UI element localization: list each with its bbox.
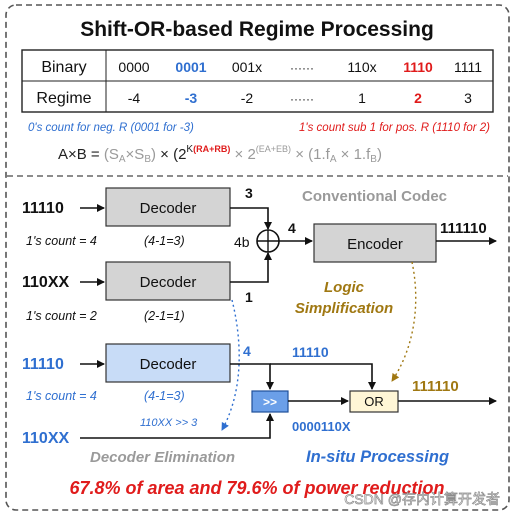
formula-sign-times: ×S	[126, 146, 145, 163]
conv-encoder-label: Encoder	[347, 236, 403, 253]
formula-fraction-times: × 1.f	[337, 146, 372, 163]
table-binary-row: 0000 0001 001x ······ 110x 1110 1111	[118, 59, 482, 75]
binary-cell: 0000	[118, 59, 149, 75]
formula-fraction-close: )	[377, 146, 382, 163]
formula-k-superscript: K	[186, 144, 193, 155]
table-header-binary: Binary	[41, 59, 86, 76]
insitu-decoder	[105, 343, 231, 383]
decoder-elimination-arrow	[221, 299, 240, 431]
insitu-input-2: 110XX	[22, 430, 69, 447]
formula-times-2: × (2	[156, 146, 186, 163]
table-regime-row: -4 -3 -2 ······ 1 2 3	[128, 90, 472, 106]
conventional-codec-label: Conventional Codec	[302, 188, 447, 205]
formula-exp-superscript: (EA+EB)	[256, 144, 291, 154]
table-header-regime: Regime	[36, 90, 91, 107]
regime-cell: -2	[241, 90, 254, 106]
arrow-decoder-to-shifter	[230, 363, 274, 390]
conv-encoder	[313, 223, 437, 263]
or-gate-label: OR	[364, 394, 384, 409]
binary-cell-highlight-neg: 0001	[175, 59, 206, 75]
arrow-passthrough-to-or	[270, 363, 376, 390]
conv-decoder-2-label: Decoder	[140, 274, 197, 291]
outer-dashed-frame	[5, 4, 510, 511]
conv-decoder-1	[105, 187, 231, 227]
conv-count-1: 1's count = 4	[26, 234, 97, 248]
formula-lhs: A×B =	[58, 146, 104, 163]
binary-cell: 1111	[454, 59, 482, 75]
formula: A×B = (SA×SB) × (2K(RA+RB) × 2(EA+EB) × …	[58, 144, 382, 165]
formula-times-exp: × 2	[230, 146, 255, 163]
conv-out-2: 1	[245, 289, 253, 305]
logic-label-2: Simplification	[295, 300, 393, 317]
arrow-input2-to-shifter	[80, 413, 274, 439]
regime-cell-highlight-pos: 2	[414, 90, 422, 106]
insitu-count: 1's count = 4	[26, 389, 97, 403]
csdn-watermark: CSDN @存内计算开发者	[344, 491, 500, 507]
logic-label-1: Logic	[324, 279, 365, 296]
insitu-output: 111110	[412, 378, 459, 395]
insitu-input-1: 11110	[22, 356, 64, 373]
formula-fraction-a: A	[330, 154, 337, 165]
arrow-decoder1-to-adder	[230, 207, 272, 230]
regime-cell-ellipsis: ······	[290, 92, 314, 106]
conv-calc-1: (4-1=3)	[144, 234, 185, 248]
insitu-processing-label: In-situ Processing	[306, 448, 449, 466]
adder-width: 4b	[234, 234, 250, 250]
adder-sum: 4	[288, 220, 296, 236]
shifter-label: >>	[263, 395, 277, 409]
conv-input-2: 110XX	[22, 274, 69, 291]
regime-cell: 3	[464, 90, 472, 106]
formula-sign-close: )	[151, 146, 156, 163]
binary-cell: 001x	[232, 59, 262, 75]
formula-sign-b: B	[144, 154, 151, 165]
shift-note: 110XX >> 3	[140, 417, 198, 429]
note-positive-regime: 1's count sub 1 for pos. R (1110 for 2)	[299, 122, 490, 134]
regime-cell: 1	[358, 90, 366, 106]
conv-output: 111110	[440, 220, 487, 237]
formula-fraction-b: B	[370, 154, 377, 165]
conv-decoder-1-label: Decoder	[140, 200, 197, 217]
result-reduction: 67.8% of area and 79.6% of power reducti…	[69, 478, 444, 498]
conv-calc-2: (2-1=1)	[144, 309, 185, 323]
logic-simplification-arrow	[391, 261, 417, 382]
insitu-decoder-label: Decoder	[140, 356, 197, 373]
conv-decoder-2	[105, 261, 231, 301]
arrow-decoder2-to-adder	[230, 252, 272, 283]
insitu-calc: (4-1=3)	[144, 389, 185, 403]
binary-cell: 110x	[347, 59, 376, 75]
insitu-passthrough: 11110	[292, 344, 329, 360]
note-negative-regime: 0's count for neg. R (0001 for -3)	[28, 122, 194, 134]
figure-title: Shift-OR-based Regime Processing	[80, 18, 434, 41]
formula-sign-a: A	[119, 154, 126, 165]
formula-sign-open: (S	[104, 146, 119, 163]
conv-input-1: 11110	[22, 200, 64, 217]
regime-cell: -4	[128, 90, 141, 106]
insitu-shift-amount: 4	[243, 343, 251, 359]
insitu-shifted-value: 0000110X	[292, 419, 351, 434]
conv-count-2: 1's count = 2	[26, 309, 97, 323]
conv-out-1: 3	[245, 185, 253, 201]
binary-cell-ellipsis: ······	[290, 61, 314, 75]
binary-cell-highlight-pos: 1110	[403, 59, 433, 75]
formula-regime-superscript: (RA+RB)	[193, 144, 230, 154]
formula-fraction-open: × (1.f	[291, 146, 331, 163]
decoder-elimination-label: Decoder Elimination	[90, 449, 235, 466]
regime-cell-highlight-neg: -3	[185, 90, 198, 106]
